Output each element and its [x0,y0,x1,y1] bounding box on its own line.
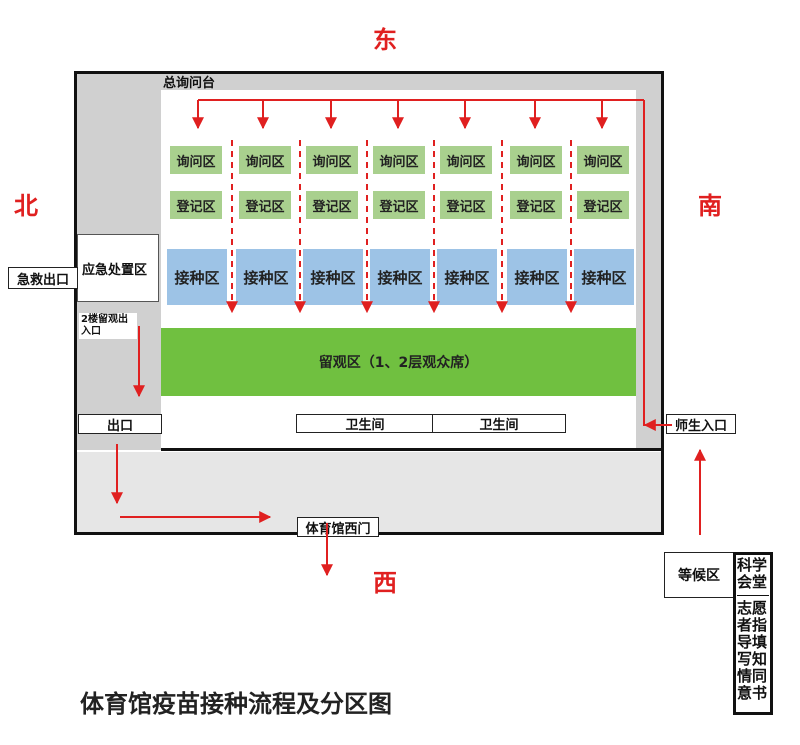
waiting-area: 等候区 [664,552,734,598]
register-zone: 登记区 [306,191,358,219]
vaccination-zone: 接种区 [303,249,363,305]
inquiry-zone: 询问区 [510,146,562,174]
register-zone: 登记区 [510,191,562,219]
compass-north: 北 [14,192,38,220]
staff-entrance-label: 师生入口 [666,414,736,434]
vaccination-zone: 接种区 [507,249,567,305]
toilet-label: 卫生间 [432,414,566,433]
second-floor-entrance-label: 2楼留观出入口 [79,313,137,339]
register-zone: 登记区 [440,191,492,219]
volunteer-box: 科学会堂 志愿者指导填写知情同意书 [733,552,773,715]
inquiry-zone: 询问区 [170,146,222,174]
inquiry-zone: 询问区 [306,146,358,174]
compass-south: 南 [698,192,722,220]
register-zone: 登记区 [170,191,222,219]
toilet-label: 卫生间 [296,414,434,433]
exit-label: 出口 [78,414,162,434]
inquiry-zone: 询问区 [239,146,291,174]
vaccination-zone: 接种区 [370,249,430,305]
east-corridor [161,74,636,90]
inner-wall [161,448,664,451]
volunteer-box-bottom: 志愿者指导填写知情同意书 [737,599,768,702]
inquiry-zone: 询问区 [440,146,492,174]
west-gate-label: 体育馆西门 [297,517,379,537]
page-title: 体育馆疫苗接种流程及分区图 [80,690,392,718]
volunteer-box-top: 科学会堂 [737,556,768,591]
front-desk-label: 总询问台 [163,76,216,91]
emergency-exit-label: 急救出口 [8,267,78,289]
vaccination-zone: 接种区 [167,249,227,305]
vaccination-zone: 接种区 [574,249,634,305]
register-zone: 登记区 [577,191,629,219]
register-zone: 登记区 [373,191,425,219]
observation-zone: 留观区（1、2层观众席） [161,328,636,396]
volunteer-box-divider [737,595,769,596]
compass-west: 西 [373,569,397,597]
vaccination-zone: 接种区 [236,249,296,305]
front-desk-flow-arrow [643,100,672,426]
compass-east: 东 [373,26,397,54]
south-corridor [636,74,661,450]
emergency-zone: 应急处置区 [77,234,159,302]
inquiry-zone: 询问区 [373,146,425,174]
vaccination-zone: 接种区 [437,249,497,305]
inquiry-zone: 询问区 [577,146,629,174]
register-zone: 登记区 [239,191,291,219]
